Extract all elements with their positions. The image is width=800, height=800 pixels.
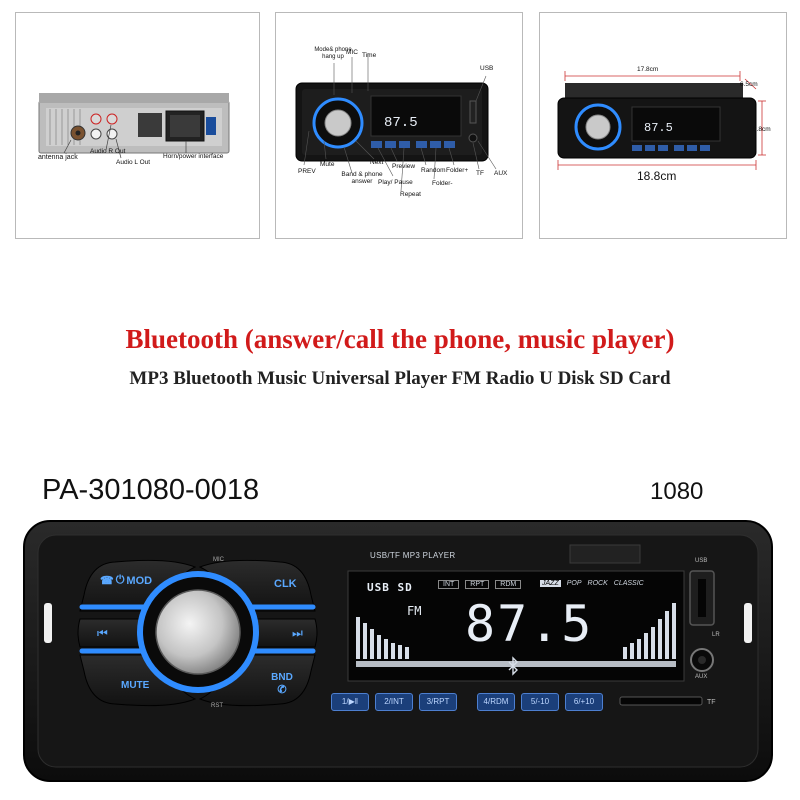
control-cluster [77, 559, 318, 707]
label-band-phone: Band & phone answer [341, 171, 383, 185]
phone-hangup-icon: ☎ [100, 575, 114, 587]
model-number: PA-301080-0018 [42, 474, 260, 506]
display-eq: JAZZ POP ROCK CLASSIC [540, 580, 644, 587]
display-tags: INT RPT RDM [438, 580, 522, 589]
preset-button-6[interactable]: 6/+10 [565, 693, 603, 711]
front-annotated-panel: 87.5 Mode& phone hang up MIC [275, 12, 523, 239]
svg-text:87.5: 87.5 [384, 115, 418, 131]
label-horn: Horn/power interface [163, 153, 224, 160]
label-audio-l: Audio L Out [116, 159, 151, 166]
preset-button-2[interactable]: 2/INT [375, 693, 413, 711]
headline: Bluetooth (answer/call the phone, music … [125, 324, 675, 354]
label-mic: MIC [346, 49, 358, 56]
front-unit-illustration: 87.5 [295, 53, 497, 192]
label-next: Next [370, 159, 384, 166]
dimension-illustration: 87.5 [557, 71, 766, 170]
mic-label: MIC [213, 557, 224, 563]
label-time: Time [362, 52, 377, 59]
label-antenna: antenna jack [38, 154, 78, 161]
label-folder-minus: Folder- [432, 180, 453, 187]
clk-button[interactable]: CLK [274, 578, 297, 590]
dimensions-panel: 87.5 17.8cm 6.5cm 5.8cm 18.8cm [539, 12, 787, 239]
label-tf: TF [476, 170, 484, 177]
model-code: 1080 [650, 478, 704, 505]
preset-button-1[interactable]: 1/▶‖ [331, 693, 369, 711]
label-play-pause: Play/ Pause [378, 179, 413, 186]
bluetooth-icon [508, 656, 518, 676]
next-button[interactable]: ⏭ [292, 626, 303, 640]
preset-row: 1/▶‖ 2/INT 3/RPT 4/RDM 5/-10 6/+10 [331, 693, 603, 711]
aux-label: AUX [695, 674, 708, 680]
dim-width-top: 17.8cm [637, 66, 659, 73]
tf-label: TF [707, 699, 716, 706]
dim-depth: 6.5cm [740, 81, 758, 88]
rear-connector-illustration [38, 93, 230, 159]
prev-button[interactable]: ⏮ [97, 626, 108, 640]
label-mode-phone: Mode& phone hang up [314, 47, 352, 60]
brand-strip: USB/TF MP3 PLAYER [370, 551, 456, 560]
label-repeat: Repeat [400, 191, 421, 198]
display-frequency: 87.5 [465, 595, 594, 653]
power-icon: ⏻ [115, 574, 125, 586]
label-audio-r: Audio R Out [90, 148, 126, 155]
dim-width-bottom: 18.8cm [637, 169, 677, 183]
label-mute: Mute [320, 161, 335, 168]
preset-button-4[interactable]: 4/RDM [477, 693, 515, 711]
label-random: Random [421, 167, 446, 174]
volume-knob[interactable] [155, 589, 241, 675]
lr-label: LR [712, 632, 720, 638]
tf-card-slot[interactable] [619, 696, 703, 706]
svg-text:87.5: 87.5 [644, 121, 673, 135]
label-preview: Preview [392, 163, 416, 170]
display-source: USB SD [367, 581, 413, 594]
phone-answer-icon: ✆ [277, 684, 287, 696]
preset-button-3[interactable]: 3/RPT [419, 693, 457, 711]
label-usb: USB [480, 65, 494, 72]
vu-bars-left [356, 617, 409, 659]
rst-label: RST [211, 703, 223, 709]
display-band: FM [407, 604, 422, 618]
preset-button-5[interactable]: 5/-10 [521, 693, 559, 711]
label-prev: PREV [298, 168, 316, 175]
bnd-button[interactable]: BND ✆ [271, 672, 293, 696]
subheadline: MP3 Bluetooth Music Universal Player FM … [129, 368, 671, 389]
label-aux: AUX [494, 170, 508, 177]
mode-button[interactable]: ☎ ⏻ MOD [100, 574, 153, 587]
dim-height: 5.8cm [753, 126, 771, 133]
mute-button[interactable]: MUTE [121, 680, 150, 691]
rear-view-panel: antenna jack Audio R Out Audio L Out Hor… [15, 12, 260, 239]
label-folder-plus: Folder+ [446, 167, 469, 174]
usb-label: USB [695, 558, 708, 564]
vu-bars-right [623, 603, 676, 659]
